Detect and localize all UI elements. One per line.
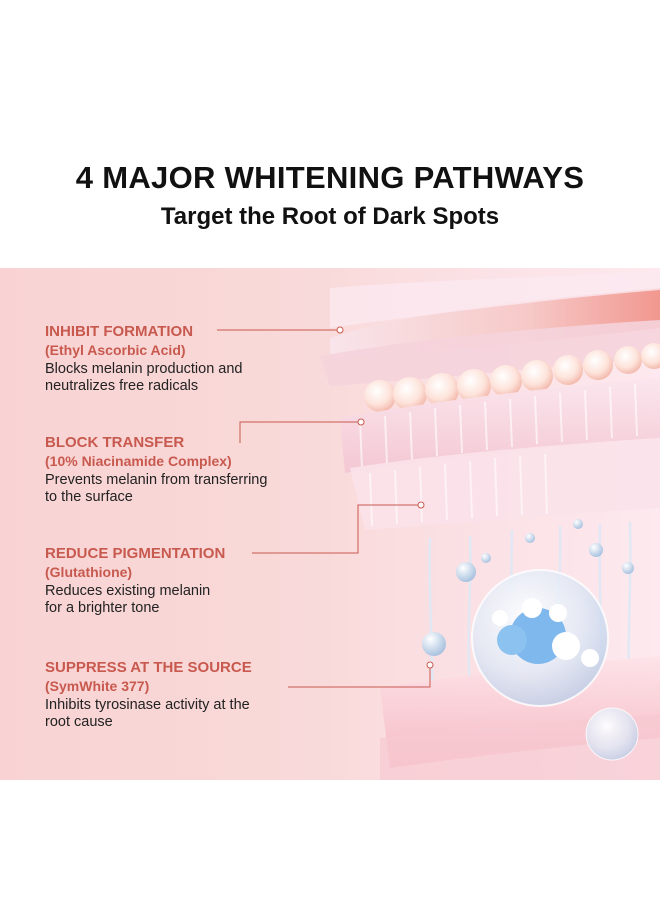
pathway-description-line: Blocks melanin production and: [45, 361, 243, 377]
pathway-ingredient: (Ethyl Ascorbic Acid): [45, 342, 186, 358]
page-subtitle: Target the Root of Dark Spots: [160, 203, 500, 230]
pathway-ingredient: (Glutathione): [45, 564, 133, 580]
page-title: 4 MAJOR WHITENING PATHWAYS: [75, 160, 585, 195]
pathway-description: Blocks melanin production and neutralize…: [45, 361, 315, 395]
pathway-description-line: Reduces existing melanin: [45, 583, 211, 599]
pathway-inhibit-formation: INHIBIT FORMATION (Ethyl Ascorbic Acid) …: [45, 322, 315, 395]
pathway-reduce-pigmentation: REDUCE PIGMENTATION (Glutathione) Reduce…: [45, 544, 315, 617]
pathway-title: REDUCE PIGMENTATION: [45, 545, 226, 562]
pathway-description: Prevents melanin from transferring to th…: [45, 472, 315, 506]
header: 4 MAJOR WHITENING PATHWAYS Target the Ro…: [0, 0, 660, 268]
pathway-title: BLOCK TRANSFER: [45, 434, 185, 451]
pathway-description-line: to the surface: [45, 489, 133, 505]
pathway-title: INHIBIT FORMATION: [45, 323, 194, 340]
pathway-description-line: neutralizes free radicals: [45, 378, 199, 394]
pathway-description-line: for a brighter tone: [45, 600, 160, 616]
pathway-block-transfer: BLOCK TRANSFER (10% Niacinamide Complex)…: [45, 433, 315, 506]
pathway-ingredient: (SymWhite 377): [45, 678, 150, 694]
pathway-description-line: Inhibits tyrosinase activity at the: [45, 697, 250, 713]
pathway-description: Inhibits tyrosinase activity at the root…: [45, 697, 315, 731]
skin-layers-illustration-icon: [217, 272, 660, 780]
pathways-panel: INHIBIT FORMATION (Ethyl Ascorbic Acid) …: [0, 268, 660, 780]
pathway-description: Reduces existing melanin for a brighter …: [45, 583, 315, 617]
pathway-suppress-at-source: SUPPRESS AT THE SOURCE (SymWhite 377) In…: [45, 658, 315, 731]
footer-space: [0, 780, 660, 900]
pathway-description-line: Prevents melanin from transferring: [45, 472, 268, 488]
pathway-ingredient: (10% Niacinamide Complex): [45, 453, 232, 469]
pathway-title: SUPPRESS AT THE SOURCE: [45, 659, 252, 676]
pathway-description-line: root cause: [45, 714, 113, 730]
